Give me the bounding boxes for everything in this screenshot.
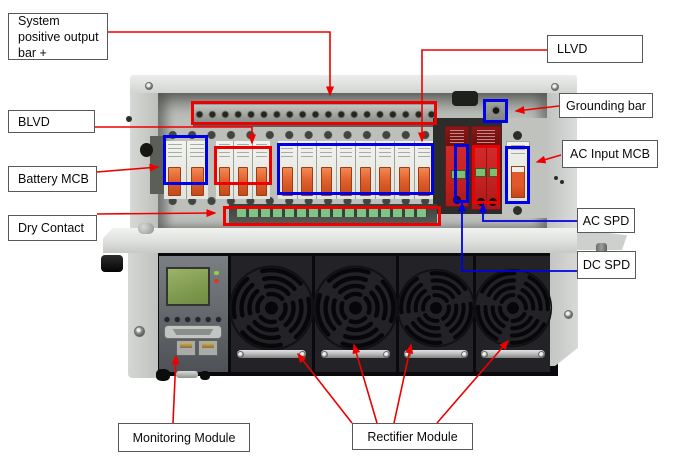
cabinet-base-corner	[577, 229, 627, 250]
annotation-box-battery-mcb	[163, 135, 208, 185]
rail-end-shadow	[150, 136, 164, 194]
label-system-positive-output-bar: System positive output bar +	[8, 13, 108, 60]
shelf-latch	[176, 371, 198, 378]
vent-hole	[560, 180, 564, 184]
screw	[134, 326, 145, 337]
indicator-row	[162, 315, 224, 324]
cabinet-bottom-ledge	[103, 228, 577, 253]
module-handle	[481, 350, 545, 358]
status-led-red	[214, 279, 219, 283]
label-text: Dry Contact	[18, 221, 84, 235]
label-dry-contact: Dry Contact	[8, 215, 97, 241]
ac-input-breaker	[506, 141, 530, 203]
ethernet-port	[176, 340, 196, 356]
shelf-foot	[200, 371, 210, 380]
terminal-blocks	[237, 208, 427, 217]
handle-screw	[461, 351, 468, 358]
label-monitoring-module: Monitoring Module	[118, 423, 250, 452]
label-text: Monitoring Module	[132, 430, 236, 445]
din-cap	[513, 131, 522, 140]
annotation-box-ac-spd	[472, 145, 500, 204]
label-battery-mcb: Battery MCB	[8, 166, 97, 192]
label-text: Rectifier Module	[367, 429, 458, 444]
label-ac-input-mcb: AC Input MCB	[562, 140, 658, 168]
flange-hole	[126, 116, 132, 122]
label-grounding-bar: Grounding bar	[559, 93, 653, 118]
wiring	[452, 91, 478, 106]
vent-hole	[554, 176, 558, 180]
din-cap	[513, 206, 522, 215]
label-text: BLVD	[18, 114, 50, 129]
breaker-pole	[278, 141, 298, 199]
annotation-box-grounding-bar	[483, 99, 508, 123]
label-text: AC Input MCB	[570, 147, 650, 161]
handle-screw	[481, 351, 488, 358]
label-text: DC SPD	[582, 258, 631, 272]
label-text: LLVD	[557, 42, 588, 56]
serial-connector	[164, 325, 222, 339]
handle-screw	[237, 351, 244, 358]
label-blvd: BLVD	[8, 110, 95, 133]
annotation-box-output-bar	[191, 101, 437, 125]
shelf-right-wall	[550, 252, 578, 366]
lcd-screen	[166, 267, 210, 306]
screw	[145, 82, 153, 90]
shelf-left-wall	[128, 252, 158, 378]
annotation-box-dc-spd	[454, 144, 469, 203]
breaker-pole	[414, 141, 433, 199]
handle-screw	[538, 351, 545, 358]
flange-hole	[140, 143, 153, 157]
spd-status-window	[451, 170, 466, 179]
cabinet-foot	[596, 243, 607, 256]
ethernet-port	[198, 340, 218, 356]
label-llvd: LLVD	[547, 35, 643, 63]
breaker-pole	[297, 141, 317, 199]
annotation-box-blvd	[214, 146, 272, 185]
label-text: Battery MCB	[18, 172, 89, 186]
breaker-pole	[336, 141, 356, 199]
label-text: System positive output bar +	[18, 13, 99, 60]
status-led-green	[214, 271, 219, 275]
module-handle	[237, 350, 306, 358]
annotation-box-dry-contact	[223, 206, 441, 226]
breaker-pole	[356, 141, 376, 199]
annotation-box-llvd	[277, 143, 434, 195]
handle-screw	[404, 351, 411, 358]
label-dc-spd: DC SPD	[577, 251, 636, 279]
label-text: AC SPD	[582, 213, 630, 228]
breaker-pole	[395, 141, 415, 199]
screw	[564, 310, 573, 319]
breaker-pole	[317, 141, 337, 199]
busbar-shadow	[193, 124, 437, 127]
breaker-pole	[375, 141, 395, 199]
handle-screw	[383, 351, 390, 358]
spd-status-window	[475, 168, 486, 177]
hinge-pin	[138, 223, 154, 234]
llvd-breakers	[278, 141, 433, 199]
handle-screw	[321, 351, 328, 358]
thumbscrew-knob	[101, 255, 123, 272]
module-handle	[321, 350, 390, 358]
positive-output-busbar	[193, 105, 437, 124]
annotation-box-ac-input-mcb	[505, 146, 530, 204]
label-rectifier-module: Rectifier Module	[352, 423, 473, 450]
screw	[551, 83, 559, 91]
spd-label-cap	[472, 127, 500, 146]
label-text: Grounding bar	[566, 98, 646, 113]
module-handle	[404, 350, 468, 358]
handle-screw	[299, 351, 306, 358]
label-ac-spd: AC SPD	[577, 208, 635, 233]
shelf-foot	[156, 369, 170, 381]
